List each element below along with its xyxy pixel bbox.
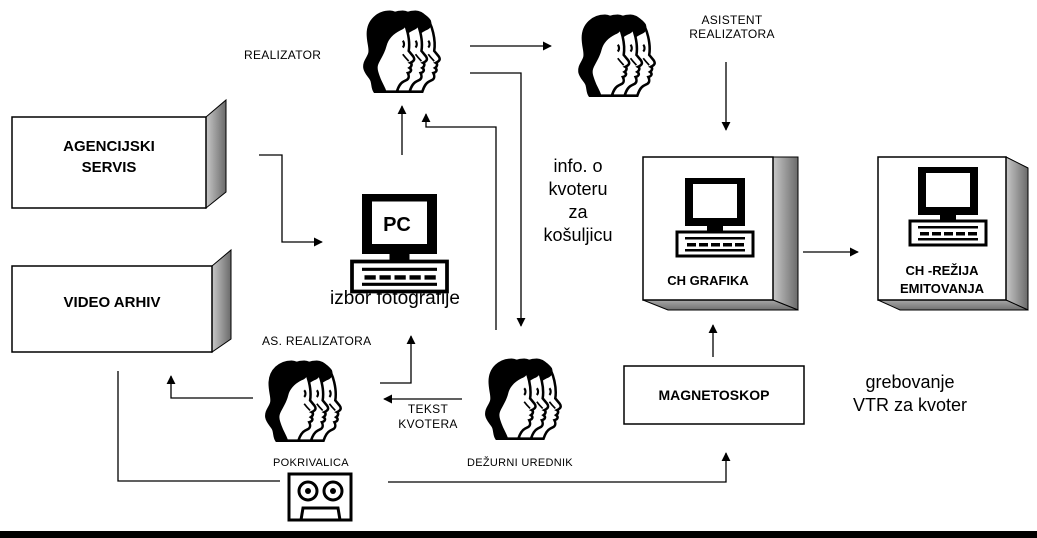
realizator-heads-icon xyxy=(364,12,439,92)
connectors xyxy=(117,41,859,483)
ch-grafika-label: CH GRAFIKA xyxy=(667,273,749,288)
pokrivalica-label: POKRIVALICA xyxy=(273,457,349,469)
info-kvoter-line1: info. o xyxy=(553,156,603,176)
agencijski-servis-label: AGENCIJSKI SERVIS xyxy=(12,136,206,178)
magnetoskop-box xyxy=(623,365,805,425)
asistent-realizatora-label: ASISTENT REALIZATORA xyxy=(682,13,782,41)
asistent-label-line2: REALIZATORA xyxy=(689,27,775,41)
info-kvoter-line2: kvoteru xyxy=(548,179,608,199)
grebovanje-line1: grebovanje xyxy=(865,372,955,392)
asistent-label-line1: ASISTENT xyxy=(701,13,763,27)
tekst-kvotera-line1: TEKST xyxy=(407,402,449,416)
dezurni-urednik-heads-icon xyxy=(486,360,560,439)
info-kvoter-line4: košuljicu xyxy=(543,225,613,245)
bottom-rule xyxy=(0,531,1037,538)
ch-rezija-label-line2: EMITOVANJA xyxy=(899,281,985,296)
agencijski-label-line2: SERVIS xyxy=(81,159,137,176)
realizator-label: REALIZATOR xyxy=(244,48,322,62)
info-kvoter-annotation: info. o kvoteru za košuljicu xyxy=(533,155,623,247)
video-arhiv-label: VIDEO ARHIV xyxy=(63,294,161,311)
tekst-kvotera-line2: KVOTERA xyxy=(398,417,458,431)
cassette-icon xyxy=(287,472,353,522)
as-realizatora-label: AS. REALIZATORA xyxy=(262,334,372,348)
dezurni-urednik-label: DEŽURNI UREDNIK xyxy=(467,457,573,469)
ch-grafika-monitor-icon xyxy=(675,176,755,258)
izbor-fotografije-label: izbor fotografije xyxy=(330,288,460,309)
as-realizatora-heads-icon xyxy=(266,362,340,441)
ch-rezija-label: CH -REŽIJA EMITOVANJA xyxy=(878,262,1006,298)
video-arhiv-box xyxy=(11,248,232,353)
tekst-kvotera-annotation: TEKST KVOTERA xyxy=(388,402,468,432)
ch-rezija-label-line1: CH -REŽIJA xyxy=(905,263,979,278)
asistent-realizatora-heads-icon xyxy=(579,16,654,96)
ch-rezija-monitor-icon xyxy=(908,165,988,247)
grebovanje-annotation: grebovanje VTR za kvoter xyxy=(810,371,1010,417)
pc-monitor-icon xyxy=(350,192,449,294)
agencijski-label-line1: AGENCIJSKI xyxy=(63,138,155,155)
info-kvoter-line3: za xyxy=(568,202,588,222)
agencijski-servis-box xyxy=(11,98,227,210)
pc-screen-label: PC xyxy=(383,214,411,236)
magnetoskop-label: MAGNETOSKOP xyxy=(658,387,770,403)
grebovanje-line2: VTR za kvoter xyxy=(852,395,968,415)
